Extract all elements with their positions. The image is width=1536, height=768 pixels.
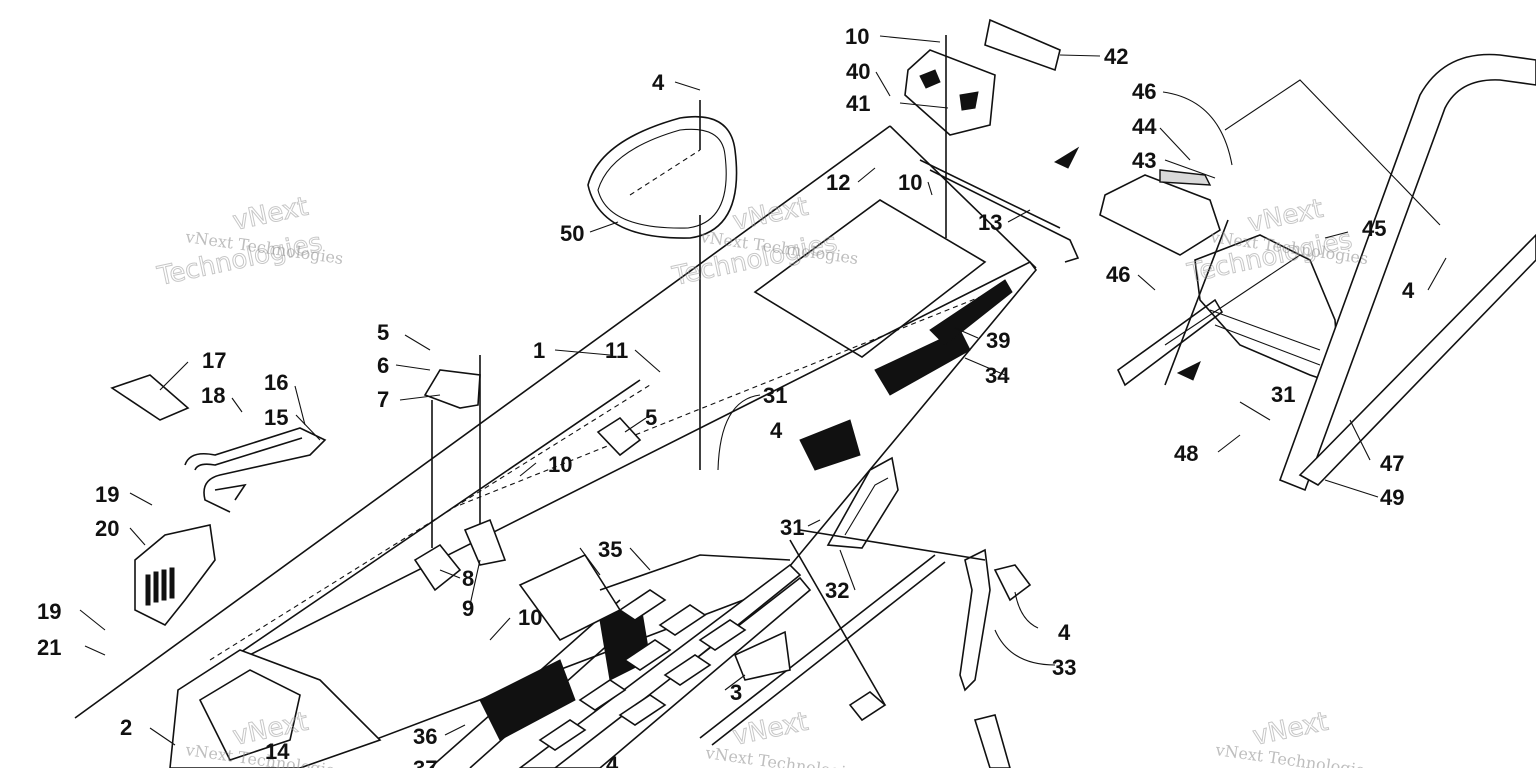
tunnel-slots	[538, 589, 747, 751]
leader-lines	[79, 35, 1447, 746]
part-label-5: 5	[645, 405, 657, 430]
part-label-19: 19	[95, 482, 119, 507]
part-label-43: 43	[1132, 148, 1156, 173]
part-label-17: 17	[202, 348, 226, 373]
part-label-31: 31	[780, 515, 804, 540]
part-label-45: 45	[1362, 216, 1386, 241]
part-label-9: 9	[462, 596, 474, 621]
part-label-36: 36	[413, 724, 437, 749]
part-label-35: 35	[598, 537, 622, 562]
part-label-32: 32	[825, 578, 849, 603]
part-label-4: 4	[652, 70, 665, 95]
part-label-34: 34	[985, 363, 1010, 388]
part-label-39: 39	[986, 328, 1010, 353]
part-label-33: 33	[1052, 655, 1076, 680]
part-label-46: 46	[1132, 79, 1156, 104]
part-label-4: 4	[1058, 620, 1071, 645]
part-label-37: 37	[413, 756, 437, 768]
part-label-10: 10	[548, 452, 572, 477]
part-labels: 1 2 3 4 4 4 4 4 5 5 6 7 8 9 10 10 10 10 …	[37, 24, 1415, 768]
watermark-large-top: vNext	[730, 192, 811, 237]
part-label-44: 44	[1132, 114, 1157, 139]
part-label-21: 21	[37, 635, 61, 660]
part-label-42: 42	[1104, 44, 1128, 69]
part-label-47: 47	[1380, 451, 1404, 476]
part-label-19: 19	[37, 599, 61, 624]
drawing-geometry	[74, 18, 1536, 768]
part-label-11: 11	[605, 338, 628, 363]
watermark-large-top: vNext	[230, 192, 311, 237]
part-label-20: 20	[95, 516, 119, 541]
part-label-5: 5	[377, 320, 389, 345]
part-label-4: 4	[606, 752, 619, 768]
part-label-49: 49	[1380, 485, 1404, 510]
part-label-46: 46	[1106, 262, 1130, 287]
part-label-12: 12	[826, 170, 850, 195]
part-label-48: 48	[1174, 441, 1198, 466]
part-label-31: 31	[1271, 382, 1295, 407]
part-label-16: 16	[264, 370, 288, 395]
watermark-large-top: vNext	[1250, 707, 1331, 752]
part-label-3: 3	[730, 680, 742, 705]
part-label-4: 4	[770, 418, 783, 443]
part-label-15: 15	[264, 405, 288, 430]
part-label-7: 7	[377, 387, 389, 412]
part-label-10: 10	[898, 170, 922, 195]
part-label-14: 14	[265, 739, 290, 764]
part-label-40: 40	[846, 59, 870, 84]
part-label-4: 4	[1402, 278, 1415, 303]
watermarks: vNext Technologies vNext Technologies vN…	[154, 191, 1375, 768]
part-label-18: 18	[201, 383, 225, 408]
watermark-small: vNext Technologies	[1213, 740, 1374, 768]
watermark-large-top: vNext	[730, 707, 811, 752]
part-label-50: 50	[560, 221, 584, 246]
part-label-2: 2	[120, 715, 132, 740]
part-label-41: 41	[846, 91, 870, 116]
part-label-10: 10	[845, 24, 869, 49]
watermark-small: vNext Technologies	[703, 743, 864, 768]
part-label-13: 13	[978, 210, 1002, 235]
part-label-1: 1	[533, 338, 545, 363]
part-label-6: 6	[377, 353, 389, 378]
part-label-10: 10	[518, 605, 542, 630]
part-label-31: 31	[763, 383, 787, 408]
part-label-8: 8	[462, 566, 474, 591]
